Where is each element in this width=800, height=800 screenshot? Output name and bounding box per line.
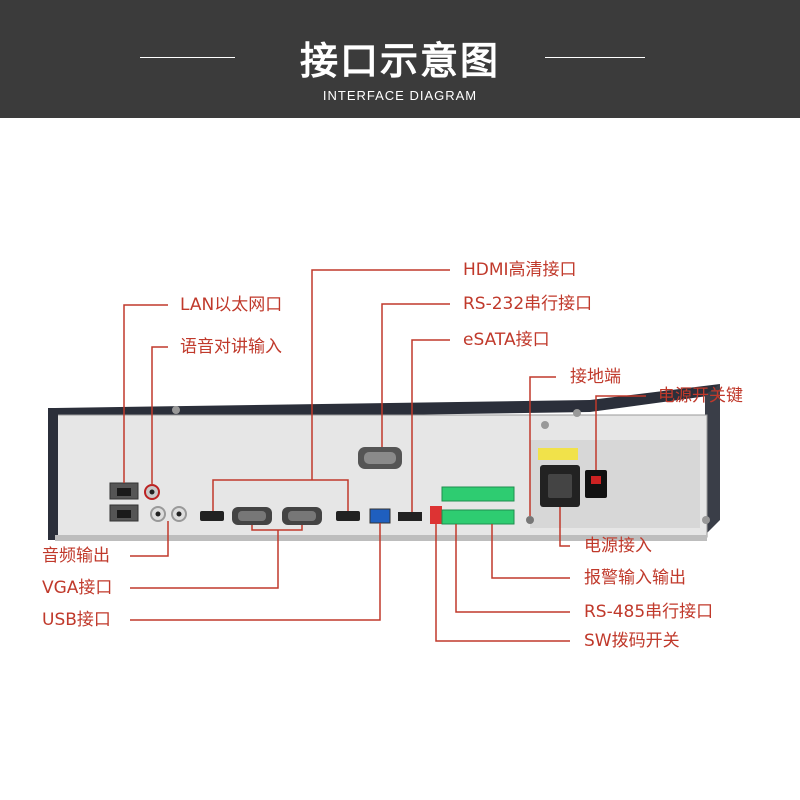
audio-out-jack-1-hole [156,512,161,517]
lan-port-2-socket [117,510,131,518]
screw [541,421,549,429]
label-rs232: RS-232串行接口 [463,294,592,314]
power-switch-marker [591,476,601,484]
ground-terminal [526,516,534,524]
chassis-left-frame [48,408,58,540]
label-power-switch: 电源开关键 [658,386,743,406]
label-sw: SW拨码开关 [584,631,680,651]
label-lan: LAN以太网口 [180,295,282,315]
label-ground: 接地端 [570,367,621,387]
label-vga: VGA接口 [42,578,112,598]
hdmi-port-1 [200,511,224,521]
screw [702,516,710,524]
esata-port [398,512,422,521]
label-audio-out: 音频输出 [42,546,110,566]
psu-rating-label [538,448,578,460]
screw [573,409,581,417]
hdmi-port-2 [336,511,360,521]
label-hdmi: HDMI高清接口 [463,260,577,280]
label-esata: eSATA接口 [463,330,550,350]
audio-in-jack-hole [150,490,155,495]
label-rs485: RS-485串行接口 [584,602,713,622]
power-inlet-socket [548,474,572,498]
label-alarm: 报警输入输出 [584,568,686,588]
terminal-block-bottom [442,510,514,524]
rs232-port-pins [364,452,396,464]
dip-switch [430,506,442,524]
screw [172,406,180,414]
label-voice: 语音对讲输入 [180,337,282,357]
terminal-block-top [442,487,514,501]
label-power-in: 电源接入 [584,536,652,556]
label-usb: USB接口 [42,610,111,630]
lan-port-1-socket [117,488,131,496]
audio-out-jack-2-hole [177,512,182,517]
vga-port-1-pins [238,511,266,521]
usb-port [370,509,390,523]
vga-port-2-pins [288,511,316,521]
